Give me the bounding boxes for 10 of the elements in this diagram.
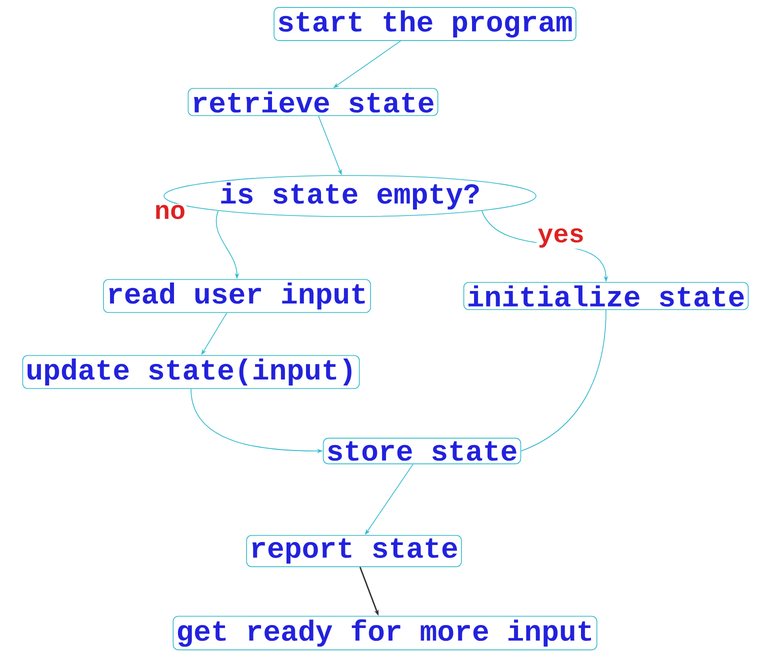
process-box: update state(input): [22, 355, 360, 389]
process-box: report state: [246, 534, 462, 568]
process-box: get ready for more input: [172, 616, 598, 650]
process-box: read user input: [103, 279, 371, 313]
process-box: start the program: [274, 7, 576, 41]
edge-label: yes: [536, 227, 586, 249]
process-box: store state: [322, 438, 522, 464]
process-box: retrieve state: [188, 88, 438, 116]
edge-label: no: [153, 204, 187, 220]
process-box: initialize state: [463, 282, 749, 310]
